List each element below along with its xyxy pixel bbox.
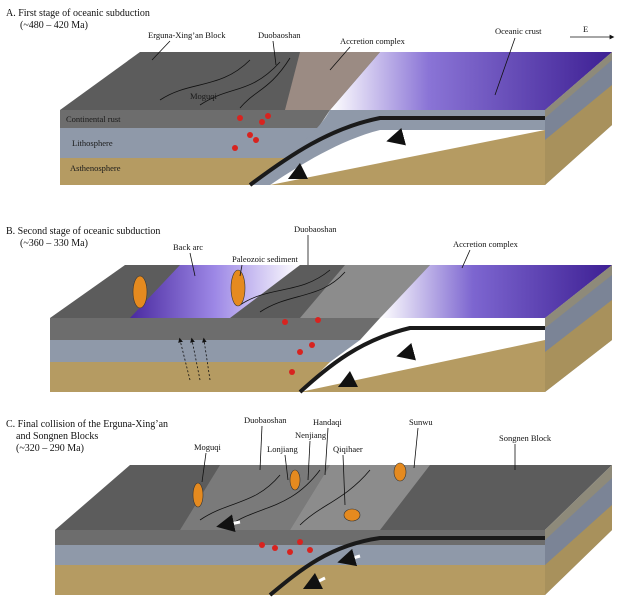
compass-label: E — [583, 24, 588, 34]
duobaoshan-label-b: Duobaoshan — [294, 224, 337, 234]
panel-b: B. Second stage of oceanic subduction (~… — [6, 224, 612, 394]
sunwu-label: Sunwu — [409, 417, 433, 427]
accretion-label-a: Accretion complex — [340, 36, 406, 46]
panel-c-subtitle: and Songnen Blocks — [16, 431, 98, 442]
back-arc-label: Back arc — [173, 242, 203, 252]
panel-a-age: (~480 – 420 Ma) — [20, 20, 88, 31]
lonjiang-label: Lonjiang — [267, 444, 298, 454]
panel-a: A. First stage of oceanic subduction (~4… — [6, 8, 615, 187]
panel-b-ocean — [380, 265, 612, 318]
sediment-body — [230, 269, 246, 307]
panel-c-title: C. Final collision of the Erguna-Xing’an — [6, 419, 168, 430]
asthenosphere-label: Asthenosphere — [70, 163, 121, 173]
back-arc-basin — [130, 265, 300, 318]
panel-c-sediment — [192, 462, 407, 522]
paleozoic-label: Paleozoic sediment — [232, 254, 298, 264]
panel-c: C. Final collision of the Erguna-Xing’an… — [6, 415, 612, 597]
songnen-label: Songnen Block — [499, 433, 552, 443]
panel-a-title: A. First stage of oceanic subduction — [6, 8, 150, 19]
panel-b-age: (~360 – 330 Ma) — [20, 238, 88, 249]
nenjiang-label: Nenjiang — [295, 430, 327, 440]
qiqihaer-label: Qiqihaer — [333, 444, 363, 454]
moguqi-label-a: Moguqi — [190, 91, 218, 101]
panel-b-magma — [282, 317, 321, 375]
panel-a-accretion — [285, 52, 380, 110]
lithosphere-label: Lithosphere — [72, 138, 113, 148]
panel-a-ocean — [330, 52, 612, 110]
moguqi-label-c: Moguqi — [194, 442, 222, 452]
sediment-body — [132, 275, 148, 309]
panel-b-title: B. Second stage of oceanic subduction — [6, 226, 160, 237]
handaqi-label: Handaqi — [313, 417, 342, 427]
oceanic-crust-label: Oceanic crust — [495, 26, 542, 36]
upwelling-arrows — [178, 337, 211, 381]
panel-c-age: (~320 – 290 Ma) — [16, 443, 84, 454]
accretion-label-b: Accretion complex — [453, 239, 519, 249]
panel-a-magma — [232, 113, 271, 151]
duobaoshan-label-a: Duobaoshan — [258, 30, 301, 40]
block-label: Erguna-Xing’an Block — [148, 30, 226, 40]
duobaoshan-label-c: Duobaoshan — [244, 415, 287, 425]
continental-crust-label: Continental rust — [66, 114, 121, 124]
panel-c-magma — [259, 539, 313, 555]
